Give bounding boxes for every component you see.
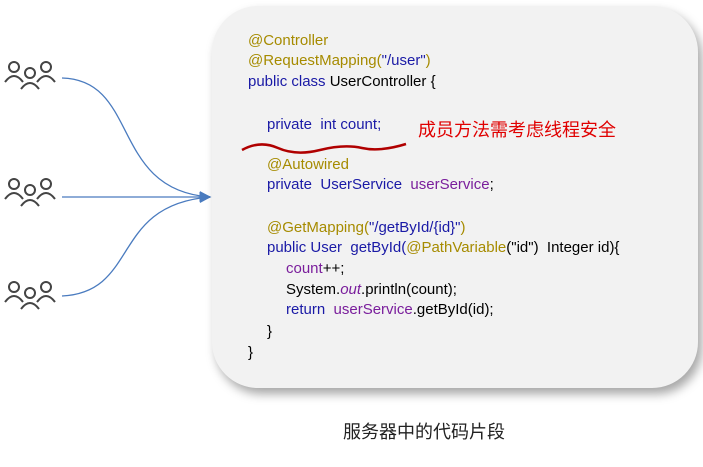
code-line-println: System.out.println(count); <box>286 281 457 298</box>
code-line-count-increment: count++; <box>286 260 345 277</box>
arrow-user-3 <box>61 192 212 297</box>
code-line-method-decl: public User getById(@PathVariable("id") … <box>267 239 620 256</box>
code-line-count-field: private int count; <box>267 116 382 133</box>
people-group-icon <box>4 280 56 314</box>
code-line-request-mapping: @RequestMapping("/user") <box>248 52 431 69</box>
code-line-get-mapping: @GetMapping("/getById/{id}") <box>267 219 466 236</box>
people-group-icon <box>4 60 56 94</box>
thread-safety-note: 成员方法需考虑线程安全 <box>418 120 616 140</box>
code-line-return: return userService.getById(id); <box>286 301 494 318</box>
people-group-icon <box>4 177 56 211</box>
code-line-autowired: @Autowired <box>267 156 349 173</box>
arrow-user-1 <box>61 77 212 202</box>
figure-caption: 服务器中的代码片段 <box>343 422 505 442</box>
class-name: UserController { <box>329 73 436 90</box>
code-snippet-box <box>212 6 698 388</box>
red-underline-mark <box>241 142 407 154</box>
code-line-class-decl: public class UserController { <box>248 72 436 92</box>
code-line-class-close: } <box>248 344 254 361</box>
code-line-service-field: private UserService userService; <box>267 176 494 193</box>
code-line-method-close: } <box>267 323 273 340</box>
code-line-controller: @Controller <box>248 32 329 49</box>
kw-public-class: public class <box>248 73 330 90</box>
